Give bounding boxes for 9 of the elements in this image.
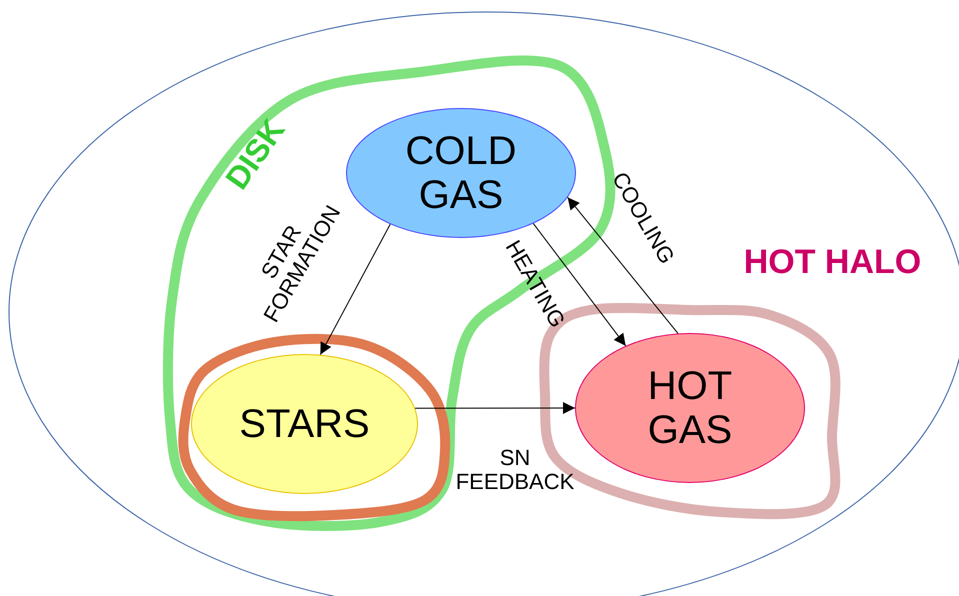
node-label: HOT GAS [646, 364, 734, 452]
region-label: HOT HALO [742, 242, 922, 283]
node-label: STARS [238, 402, 371, 446]
edge-label: SN FEEDBACK [454, 446, 576, 494]
node-label: COLD GAS [404, 129, 518, 217]
arrow [567, 196, 678, 334]
arrow [320, 224, 391, 356]
arrow [532, 223, 626, 346]
arrow [414, 402, 576, 414]
